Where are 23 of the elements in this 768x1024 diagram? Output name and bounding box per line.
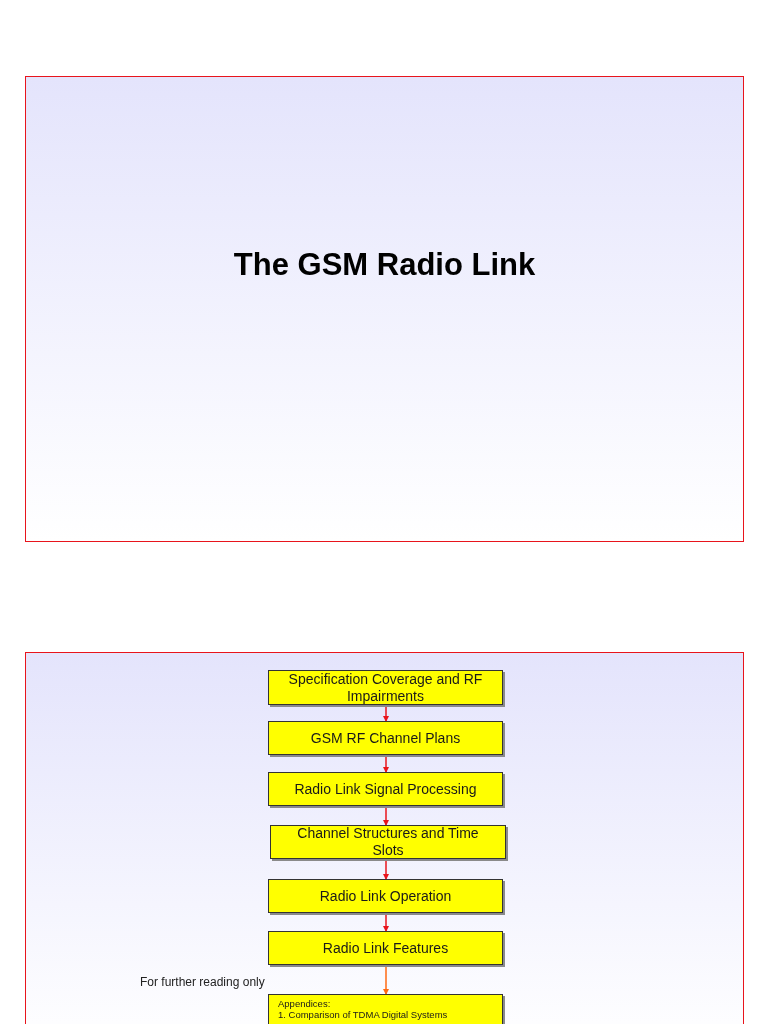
box-text: 1. Comparison of TDMA Digital Systems <box>278 1009 448 1020</box>
process-box <box>268 772 503 806</box>
box-label: Radio Link Signal Processing <box>293 780 478 798</box>
box-label: Specification Coverage and RF Impairments <box>287 670 484 705</box>
arrow <box>383 704 389 722</box>
note-text: For further reading only <box>140 974 265 991</box>
arrow <box>383 754 389 773</box>
process-box <box>268 721 503 755</box>
arrow <box>383 858 389 880</box>
box-heading: Appendices: <box>278 998 331 1009</box>
process-box <box>268 931 503 965</box>
arrow <box>383 912 389 932</box>
arrow <box>383 964 389 995</box>
process-box <box>270 825 506 859</box>
process-box <box>268 994 503 1024</box>
process-box <box>268 670 503 705</box>
slide-title: The GSM Radio Link <box>233 245 536 284</box>
arrow <box>383 805 389 826</box>
box-label: Radio Link Features <box>321 939 450 957</box>
box-label: Channel Structures and Time Slots <box>296 825 480 859</box>
box-label: Radio Link Operation <box>318 887 453 905</box>
process-box <box>268 879 503 913</box>
box-label: GSM RF Channel Plans <box>309 729 462 747</box>
